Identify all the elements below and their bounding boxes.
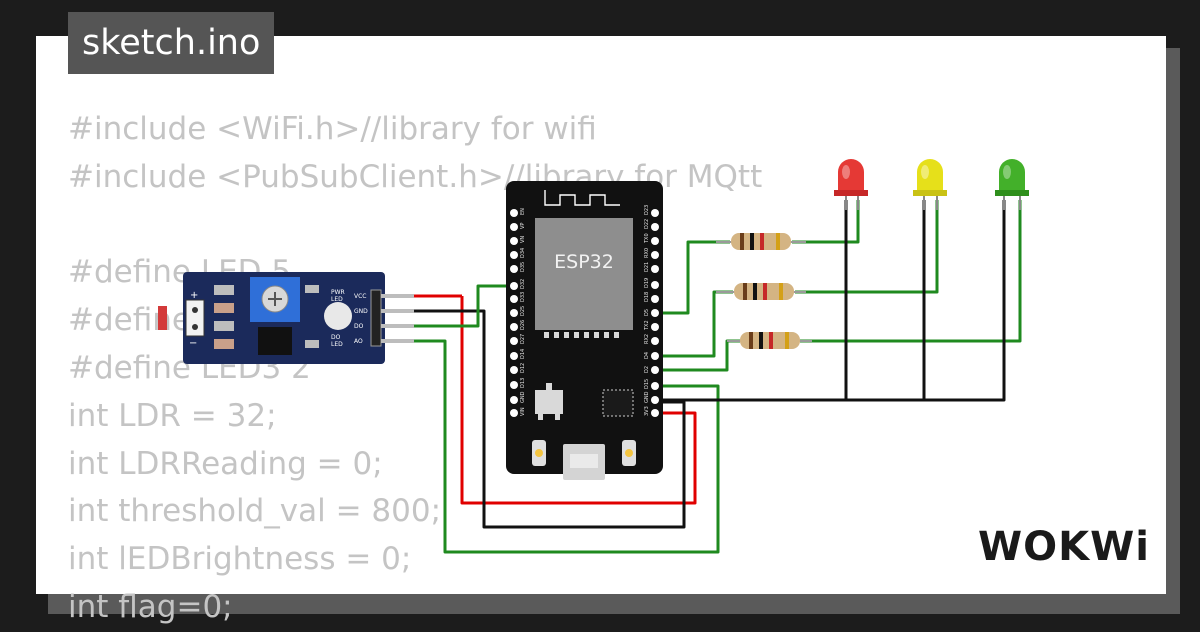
resistor-3[interactable] bbox=[727, 332, 812, 349]
pin-label: TX2 bbox=[644, 320, 650, 331]
wire-green bbox=[792, 200, 860, 244]
code-line: int lEDBrightness = 0; bbox=[68, 541, 412, 578]
do-led-label: DO bbox=[331, 334, 341, 341]
pin-label: D2 bbox=[644, 366, 650, 373]
pin-label: D14 bbox=[520, 349, 526, 359]
pin-label: D26 bbox=[520, 320, 526, 330]
pin-label: D21 bbox=[644, 262, 650, 272]
esp32-board[interactable]: ESP32 EN VP VN D34 D35 D32 bbox=[506, 181, 663, 480]
pin-label: TX0 bbox=[644, 233, 650, 244]
pin-label: GND bbox=[354, 308, 368, 315]
pin-label: D13 bbox=[520, 378, 526, 388]
wire-green bbox=[414, 284, 516, 328]
ldr-sensor-module[interactable]: + − PWR LED DO LED VCC GND DO AO bbox=[158, 272, 414, 364]
wire-green bbox=[658, 240, 730, 315]
wires bbox=[414, 200, 1022, 554]
esp32-label: ESP32 bbox=[554, 251, 614, 273]
wire-green bbox=[414, 339, 720, 554]
pin-label: RX2 bbox=[644, 334, 650, 344]
code-line: int LDRReading = 0; bbox=[68, 445, 383, 482]
resistor-2[interactable] bbox=[716, 283, 806, 300]
pin-label: D32 bbox=[520, 279, 526, 289]
pwr-led-label: PWR bbox=[331, 289, 345, 296]
pin-label: DO bbox=[354, 323, 364, 330]
pin-label: D27 bbox=[520, 334, 526, 344]
pin-label: D35 bbox=[520, 262, 526, 272]
pin-label: D4 bbox=[644, 352, 650, 359]
wire-green bbox=[800, 200, 1022, 343]
code-line: #include <PubSubClient.h>//library for M… bbox=[68, 158, 763, 195]
wokwi-logo: WOKWi bbox=[978, 524, 1150, 570]
plus-label: + bbox=[190, 290, 198, 301]
minus-label: − bbox=[189, 338, 197, 349]
pin-label: D5 bbox=[644, 309, 650, 316]
pin-label: D23 bbox=[644, 205, 650, 215]
file-name-tag: sketch.ino bbox=[68, 12, 275, 74]
pin-label: D22 bbox=[644, 219, 650, 229]
pin-label: VN bbox=[520, 236, 526, 243]
pin-label: D33 bbox=[520, 292, 526, 302]
pin-label: AO bbox=[354, 338, 363, 345]
code-line: int threshold_val = 800; bbox=[68, 493, 442, 530]
pin-label: 3V3 bbox=[644, 406, 650, 416]
led-green[interactable] bbox=[995, 159, 1029, 210]
pwr-led-label: LED bbox=[331, 296, 343, 303]
pin-label: RX0 bbox=[644, 248, 650, 258]
code-preview: #include <WiFi.h>//library for wifi #incl… bbox=[68, 106, 762, 632]
led-indicator bbox=[324, 302, 352, 330]
code-line: #include <WiFi.h>//library for wifi bbox=[68, 111, 597, 147]
do-led-label: LED bbox=[331, 341, 343, 348]
esp32-left-pins bbox=[510, 209, 518, 417]
code-line: int flag=0; bbox=[68, 588, 233, 625]
wire-black bbox=[658, 200, 1006, 402]
pin-label: D18 bbox=[644, 292, 650, 302]
esp32-right-pins bbox=[651, 209, 659, 417]
led-yellow[interactable] bbox=[913, 159, 947, 210]
pin-label: GND bbox=[520, 391, 526, 403]
pin-label: GND bbox=[644, 391, 650, 403]
pin-label: D19 bbox=[644, 278, 650, 288]
esp32-module bbox=[535, 218, 633, 330]
resistor-1[interactable] bbox=[716, 233, 806, 250]
wire-green bbox=[658, 290, 733, 358]
photoresistor-icon bbox=[158, 306, 167, 330]
code-line: int LDR = 32; bbox=[68, 397, 277, 434]
pin-label: VIN bbox=[520, 407, 526, 416]
wire-black bbox=[414, 309, 686, 529]
pin-label: D15 bbox=[644, 379, 650, 389]
pin-label: D12 bbox=[520, 363, 526, 373]
pin-label: EN bbox=[520, 208, 526, 215]
pin-label: D34 bbox=[520, 248, 526, 258]
pin-label: D25 bbox=[520, 306, 526, 316]
pin-label: VCC bbox=[354, 293, 366, 300]
pin-label: VP bbox=[520, 223, 526, 229]
led-red[interactable] bbox=[834, 159, 868, 210]
wire-green bbox=[795, 200, 939, 294]
